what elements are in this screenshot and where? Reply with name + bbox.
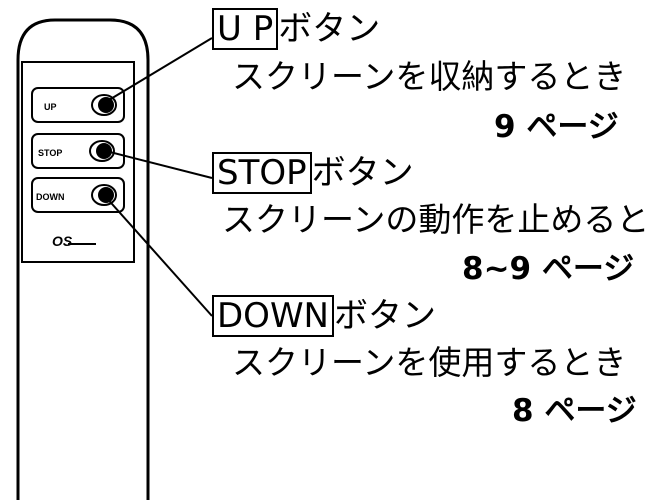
up-button-name: U P: [212, 8, 279, 50]
up-callout-description: スクリーンを収納するとき: [232, 57, 627, 96]
stop-callout-description: スクリーンの動作を止めるとき: [222, 200, 651, 239]
stop-button-knob-fill: [96, 143, 112, 159]
stop-button-label: STOP: [38, 148, 62, 158]
up-leader-line: [103, 37, 213, 104]
down-button-name: DOWN: [212, 295, 334, 337]
stop-leader-line: [105, 150, 213, 179]
down-button-suffix: ボタン: [334, 296, 436, 336]
remote-body: [16, 18, 150, 500]
down-callout-description: スクリーンを使用するとき: [232, 343, 627, 382]
stop-button-name: STOP: [212, 152, 312, 194]
brand-logo: OS: [52, 233, 73, 249]
stop-callout-page: 8~9 ページ: [462, 251, 635, 287]
down-leader-line: [103, 194, 213, 317]
down-callout-page: 8 ページ: [512, 393, 637, 429]
down-button-label: DOWN: [36, 192, 65, 202]
down-button-frame[interactable]: [31, 177, 125, 213]
up-button-knob[interactable]: [91, 94, 117, 116]
up-button-label: UP: [44, 102, 57, 112]
stop-button-knob[interactable]: [89, 140, 115, 162]
stop-button-frame[interactable]: [31, 133, 125, 169]
down-button-knob[interactable]: [91, 184, 117, 206]
stop-button-suffix: ボタン: [311, 153, 414, 193]
up-callout-page: 9 ページ: [494, 109, 619, 145]
up-button-suffix: ボタン: [278, 9, 381, 49]
up-button-knob-fill: [98, 97, 114, 113]
up-button-frame[interactable]: [31, 87, 125, 123]
button-panel: [21, 61, 135, 263]
down-button-knob-fill: [98, 187, 114, 203]
